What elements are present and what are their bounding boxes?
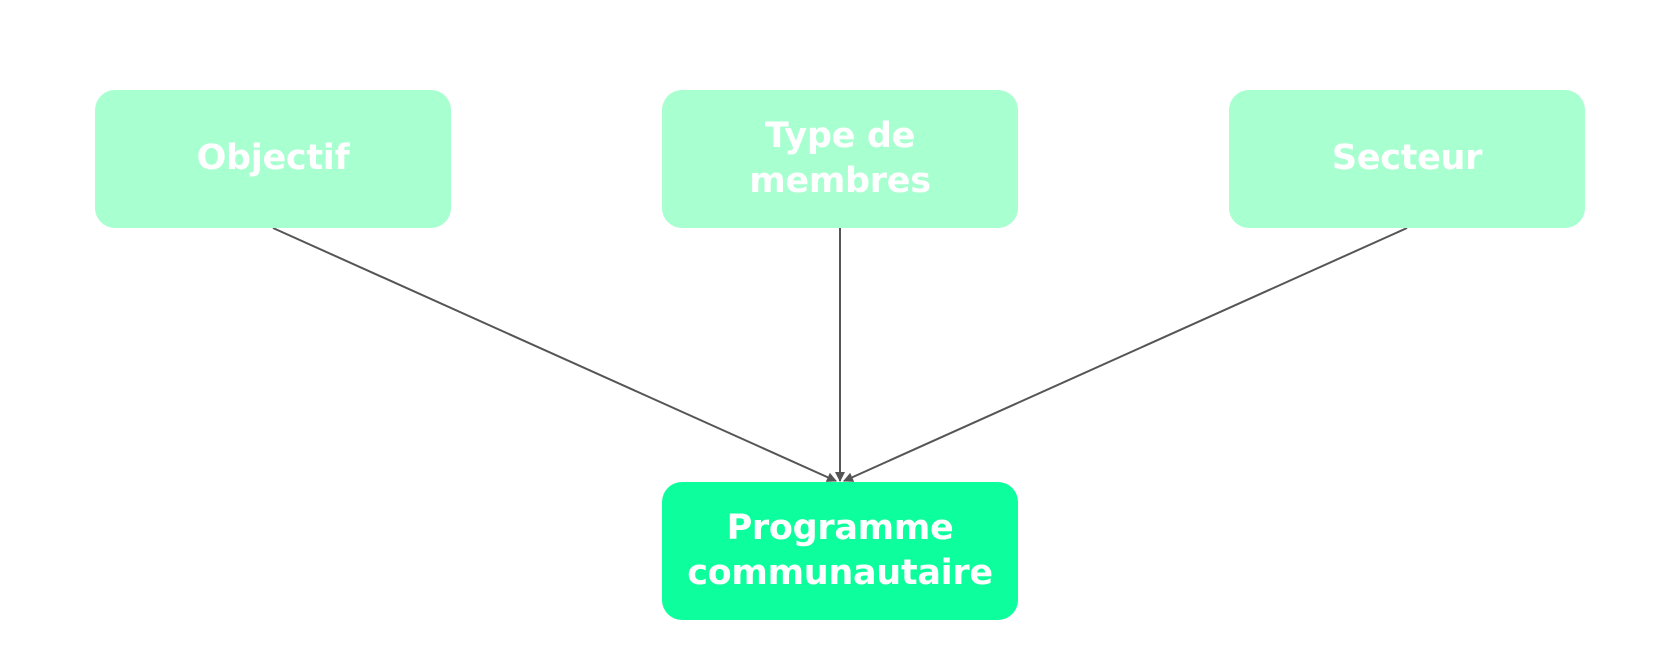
edge-secteur-to-programme bbox=[843, 227, 1408, 482]
edge-objectif-to-programme bbox=[272, 227, 837, 482]
node-programme-communautaire: Programme communautaire bbox=[662, 482, 1018, 620]
node-programme-label: Programme communautaire bbox=[687, 507, 993, 594]
node-secteur-label: Secteur bbox=[1331, 138, 1483, 179]
node-type-de-membres: Type de membres bbox=[662, 90, 1018, 228]
node-secteur: Secteur bbox=[1229, 90, 1585, 228]
node-objectif-label: Objectif bbox=[196, 138, 350, 179]
node-type-de-membres-label: Type de membres bbox=[749, 115, 931, 202]
node-objectif: Objectif bbox=[95, 90, 451, 228]
